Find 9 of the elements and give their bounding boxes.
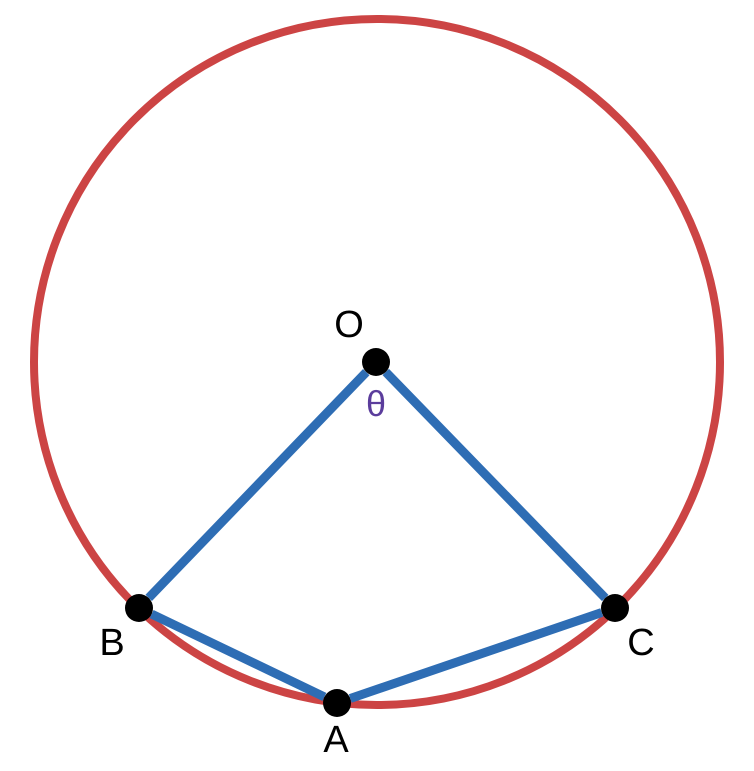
angle-label: θ (366, 386, 386, 422)
line-segment (348, 608, 604, 703)
point-label: O (334, 306, 364, 344)
point-label: C (627, 624, 655, 662)
line-segment (150, 610, 326, 701)
point-label: A (323, 721, 349, 759)
point-label: B (99, 624, 125, 662)
line-segment (145, 368, 370, 602)
line-segment (382, 368, 608, 602)
